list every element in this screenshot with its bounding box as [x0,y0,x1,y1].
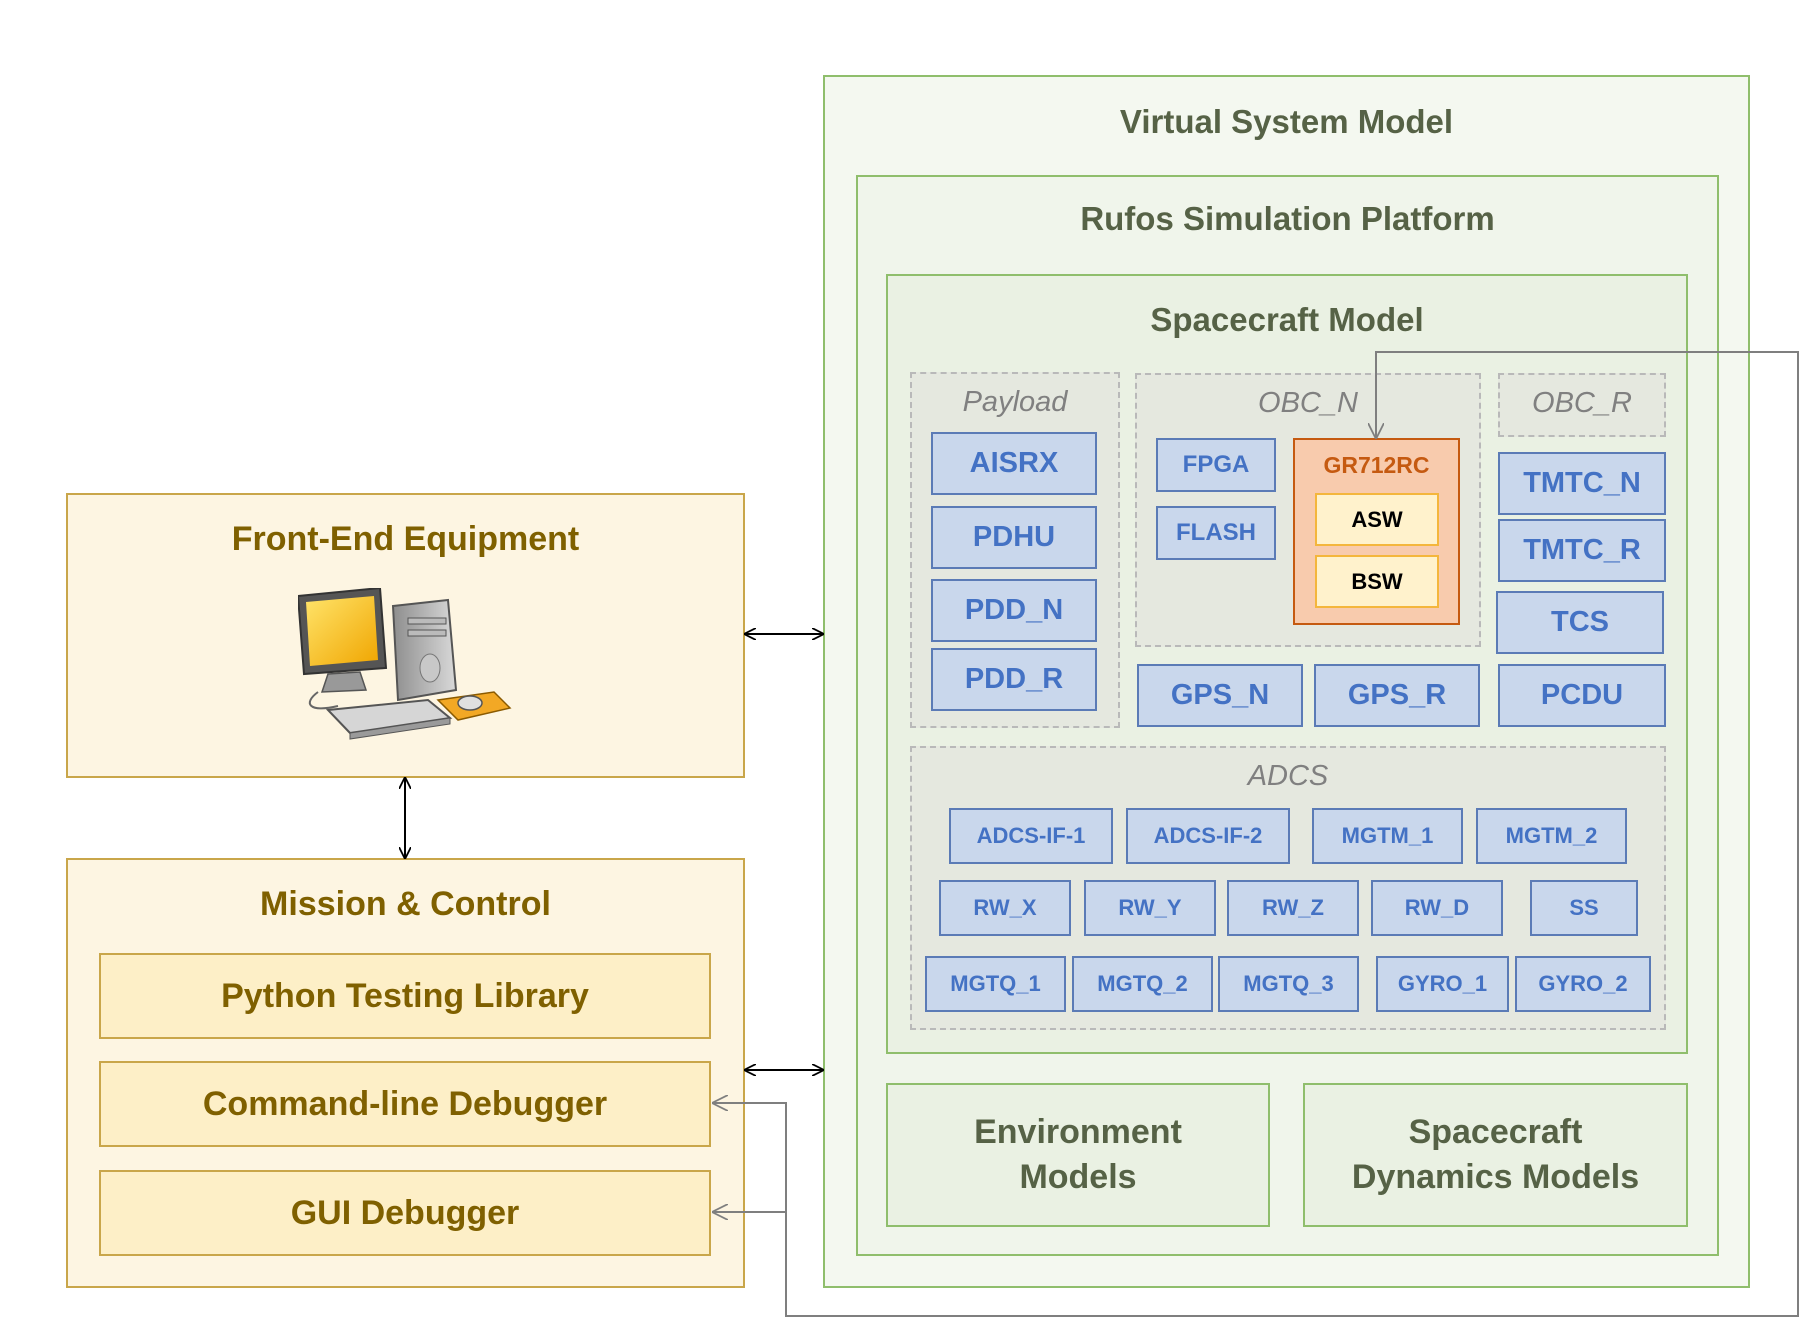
adcs-title: ADCS [1247,760,1329,792]
tmtc-n-box: TMTC_N [1498,452,1666,515]
obc-r-group: OBC_R [1498,373,1666,437]
mgtq-3-box: MGTQ_3 [1218,956,1359,1012]
command-line-debugger: Command-line Debugger [99,1061,711,1147]
payload-item-pdd-r: PDD_R [931,648,1097,711]
mgtm-1-box: MGTM_1 [1312,808,1463,864]
obc-n-title: OBC_N [1258,387,1358,419]
rufos-platform-title: Rufos Simulation Platform [1080,200,1495,237]
obc-r-title: OBC_R [1532,387,1632,419]
mission-control-title: Mission & Control [260,885,551,923]
tmtc-r-box: TMTC_R [1498,519,1666,582]
front-end-title: Front-End Equipment [231,520,580,558]
bsw-box: BSW [1315,555,1439,608]
python-testing-library: Python Testing Library [99,953,711,1039]
spacecraft-model-title: Spacecraft Model [1150,301,1424,338]
mgtm-2-box: MGTM_2 [1476,808,1627,864]
payload-title: Payload [962,386,1068,418]
adcs-if-1-box: ADCS-IF-1 [949,808,1113,864]
mgtq-2-box: MGTQ_2 [1072,956,1213,1012]
gyro-2-box: GYRO_2 [1515,956,1651,1012]
dynamics-models-line2: Dynamics Models [1351,1158,1640,1196]
gyro-1-box: GYRO_1 [1376,956,1509,1012]
mgtq-1-box: MGTQ_1 [925,956,1066,1012]
tcs-box: TCS [1496,591,1664,654]
gps-r-box: GPS_R [1314,664,1480,727]
ss-box: SS [1530,880,1638,936]
gps-n-box: GPS_N [1137,664,1303,727]
environment-models-line1: Environment [974,1113,1182,1151]
rw-d-box: RW_D [1371,880,1503,936]
rw-x-box: RW_X [939,880,1071,936]
flash-box: FLASH [1156,506,1276,560]
dynamics-models-box: Spacecraft Dynamics Models [1303,1083,1688,1227]
desktop-computer-icon [298,588,512,740]
dynamics-models-line1: Spacecraft [1408,1113,1583,1151]
environment-models-box: Environment Models [886,1083,1270,1227]
asw-box: ASW [1315,493,1439,546]
virtual-system-model-title: Virtual System Model [1119,103,1454,140]
fpga-box: FPGA [1156,438,1276,492]
environment-models-line2: Models [1019,1158,1137,1196]
payload-item-aisrx: AISRX [931,432,1097,495]
adcs-if-2-box: ADCS-IF-2 [1126,808,1290,864]
payload-item-pdhu: PDHU [931,506,1097,569]
gr712rc-title: GR712RC [1323,452,1430,478]
rw-z-box: RW_Z [1227,880,1359,936]
gui-debugger: GUI Debugger [99,1170,711,1256]
payload-item-pdd-n: PDD_N [931,579,1097,642]
pcdu-box: PCDU [1498,664,1666,727]
rw-y-box: RW_Y [1084,880,1216,936]
front-end-equipment: Front-End Equipment [66,493,745,778]
